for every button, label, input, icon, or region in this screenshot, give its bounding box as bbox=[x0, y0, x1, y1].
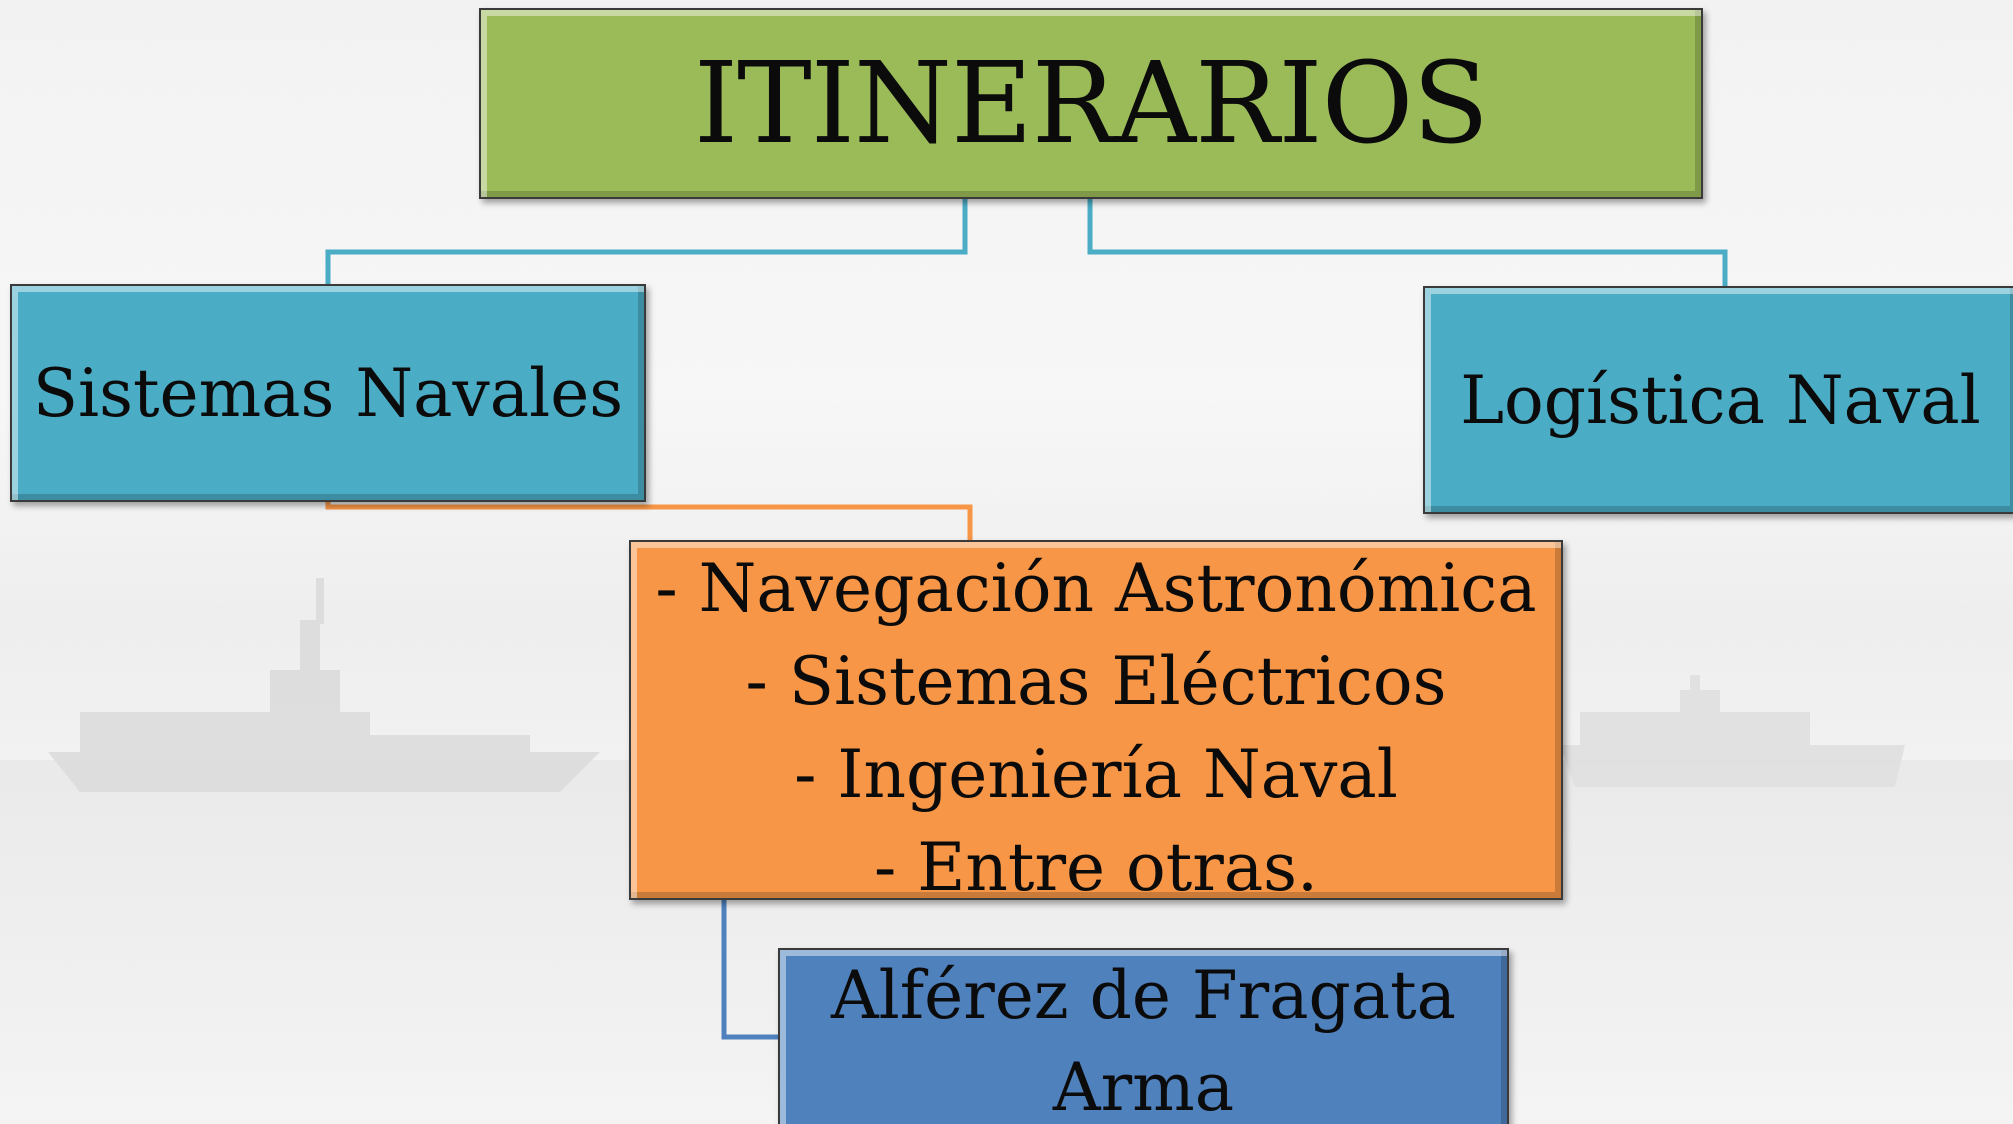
title-box: ITINERARIOS bbox=[479, 8, 1703, 199]
ship-right-silhouette bbox=[1560, 675, 1905, 787]
curso-item: - Navegación Astronómica bbox=[655, 550, 1537, 627]
curso-item: - Ingeniería Naval bbox=[794, 736, 1398, 813]
curso-item: - Sistemas Eléctricos bbox=[745, 643, 1447, 720]
curso-item: - Entre otras. bbox=[873, 829, 1319, 906]
logistica-naval-label: Logística Naval bbox=[1460, 361, 1981, 439]
sistemas-navales-box: Sistemas Navales bbox=[10, 284, 646, 502]
rango-line: Arma bbox=[1052, 1049, 1235, 1124]
connector-title-to-logistica bbox=[1087, 199, 1728, 286]
connector-sistemas-to-cursos bbox=[325, 502, 973, 540]
title-text: ITINERARIOS bbox=[693, 38, 1489, 169]
logistica-naval-box: Logística Naval bbox=[1423, 286, 2013, 514]
rango-line: Alférez de Fragata bbox=[830, 957, 1457, 1034]
sistemas-navales-label: Sistemas Navales bbox=[32, 354, 624, 432]
ship-left-silhouette bbox=[48, 578, 600, 792]
connector-cursos-to-rango bbox=[721, 900, 778, 1040]
alferez-box: Alférez de Fragata Arma bbox=[778, 948, 1509, 1124]
cursos-box: - Navegación Astronómica - Sistemas Eléc… bbox=[629, 540, 1563, 906]
connector-title-to-sistemas bbox=[325, 199, 968, 284]
